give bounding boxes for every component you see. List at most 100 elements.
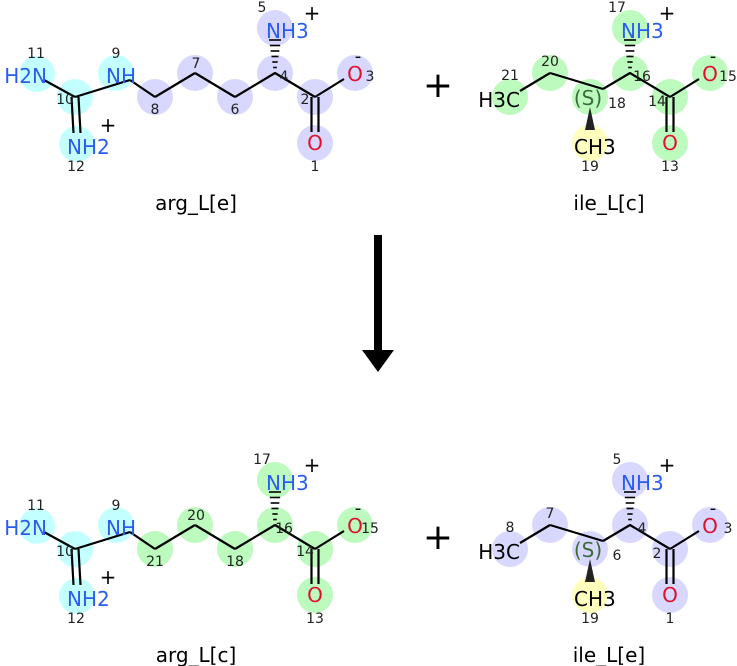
bond-14-13-double — [665, 97, 675, 132]
bond-10-12-double — [70, 548, 82, 586]
atom-symbol-13: O — [307, 583, 323, 607]
atom-symbol-11: H2N — [4, 516, 47, 540]
bond-2-1-double — [665, 549, 675, 584]
bond-2-3 — [669, 530, 700, 550]
atom-highlight-21 — [492, 79, 528, 115]
atom-highlight-11 — [19, 508, 55, 544]
bond-9-8 — [129, 79, 156, 98]
atom-highlight-1 — [297, 125, 333, 161]
atom-number-8: 8 — [151, 102, 160, 118]
atom-number-1: 1 — [666, 611, 675, 627]
atom-highlight-5 — [612, 462, 648, 498]
negative-charge: - — [355, 498, 362, 519]
atom-number-3: 3 — [366, 69, 375, 85]
atom-number-2: 2 — [653, 546, 662, 562]
atom-symbol-15: O — [702, 62, 718, 86]
bond-16-17-hashed-wedge — [269, 491, 281, 526]
atom-number-5: 5 — [613, 452, 622, 468]
atom-highlight-13 — [297, 577, 333, 613]
plus-sign-products: + — [423, 517, 453, 558]
molecule-name: ile_L[c] — [573, 191, 644, 215]
atom-highlight-19 — [572, 577, 608, 613]
atom-symbol-13: O — [662, 131, 678, 155]
bond-14-13-double — [310, 549, 320, 584]
atom-number-14: 14 — [296, 544, 314, 560]
atom-number-21: 21 — [501, 68, 519, 84]
positive-charge: + — [659, 453, 676, 477]
bond-14-15 — [669, 78, 700, 98]
bond-18-16 — [602, 72, 631, 90]
atom-number-19: 19 — [581, 159, 599, 175]
atom-number-12: 12 — [67, 611, 85, 627]
atom-highlight-12 — [59, 126, 95, 162]
positive-charge: + — [304, 453, 321, 477]
atom-number-14: 14 — [648, 94, 666, 110]
atom-number-1: 1 — [311, 159, 320, 175]
atom-highlight-1 — [652, 577, 688, 613]
positive-charge: + — [659, 1, 676, 25]
bond-6-4 — [602, 524, 631, 542]
atom-highlight-12 — [59, 578, 95, 614]
bond-16-14 — [629, 72, 671, 98]
positive-charge: + — [100, 113, 117, 137]
reaction-arrow — [362, 235, 394, 372]
atom-number-9: 9 — [112, 46, 121, 62]
atom-number-15: 15 — [361, 521, 379, 537]
atom-highlight-17 — [257, 462, 293, 498]
atom-highlight-8 — [492, 531, 528, 567]
atom-number-13: 13 — [661, 159, 679, 175]
atom-highlight-3 — [337, 55, 373, 91]
bond-6-4 — [234, 72, 276, 98]
atom-number-4: 4 — [280, 69, 289, 85]
atom-highlight-15 — [337, 507, 373, 543]
bond-11-10 — [43, 79, 76, 98]
molecule-name: arg_L[c] — [156, 643, 237, 666]
atom-number-13: 13 — [306, 611, 324, 627]
bond-8-7 — [519, 524, 551, 544]
bond-16-14 — [274, 524, 316, 550]
atom-symbol-1: O — [662, 583, 678, 607]
atom-number-11: 11 — [27, 46, 45, 62]
atom-number-2: 2 — [301, 92, 310, 108]
bond-7-6 — [194, 72, 236, 98]
plus-sign-reactants: + — [423, 65, 453, 106]
bond-4-2 — [629, 524, 671, 550]
atom-highlight-5 — [257, 10, 293, 46]
atom-symbol-5: NH3 — [266, 19, 309, 43]
atom-symbol-12: NH2 — [67, 135, 110, 159]
atom-number-7: 7 — [546, 506, 555, 522]
positive-charge: + — [100, 565, 117, 589]
atom-number-12: 12 — [67, 159, 85, 175]
atom-number-3: 3 — [724, 521, 733, 537]
atom-number-5: 5 — [258, 0, 267, 16]
atom-number-6: 6 — [613, 548, 622, 564]
atom-highlight-11 — [19, 56, 55, 92]
atom-symbol-21: H3C — [478, 88, 520, 112]
atom-highlight-19 — [572, 125, 608, 161]
atom-symbol-15: O — [347, 514, 363, 538]
bond-10-12-double — [70, 96, 82, 134]
atom-highlight-13 — [652, 125, 688, 161]
bond-2-3 — [314, 78, 345, 98]
atom-number-20: 20 — [541, 54, 559, 70]
atom-symbol-6: (S) — [574, 538, 602, 562]
atom-symbol-19: CH3 — [574, 587, 616, 611]
atom-symbol-3: O — [702, 514, 718, 538]
atom-symbol-1: O — [307, 131, 323, 155]
bond-7-6 — [549, 523, 604, 543]
atom-number-9: 9 — [112, 498, 121, 514]
bond-2-1-double — [310, 97, 320, 132]
atom-number-20: 20 — [187, 508, 205, 524]
bond-18-19-bold-wedge — [585, 107, 595, 130]
atom-number-16: 16 — [633, 69, 651, 85]
bond-18-16 — [234, 524, 276, 550]
bond-14-15 — [314, 530, 345, 550]
bond-20-18 — [194, 524, 236, 550]
atom-symbol-11: H2N — [4, 64, 47, 88]
atom-number-17: 17 — [608, 0, 626, 16]
atom-symbol-18: (S) — [574, 86, 602, 110]
